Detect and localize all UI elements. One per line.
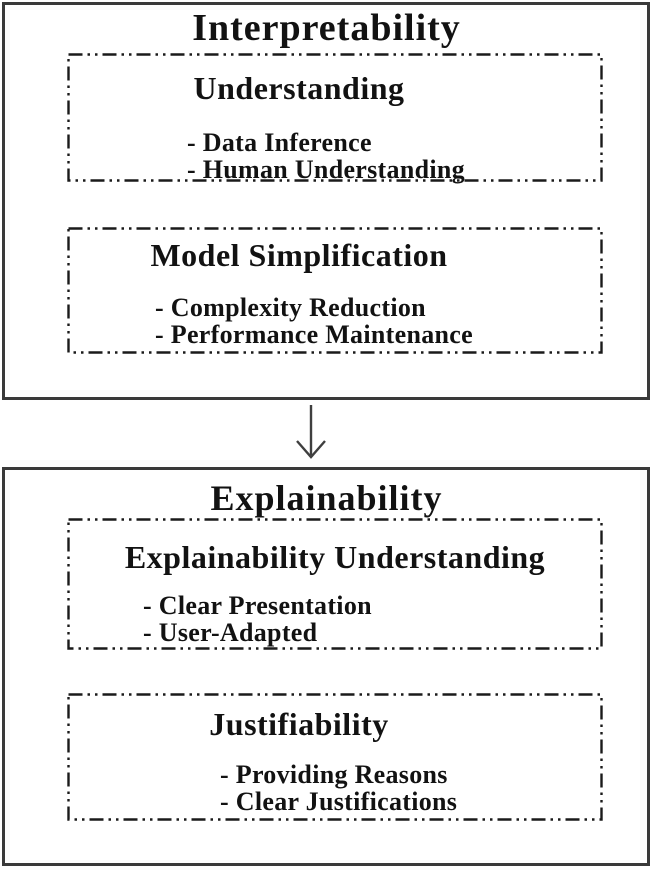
bullet-item: - Clear Justifications (220, 787, 458, 816)
explainability-understanding-box: Explainability Understanding - Clear Pre… (67, 518, 603, 650)
bullet-item: - Complexity Reduction (155, 293, 426, 322)
model-simplification-bullet-list: - Complexity Reduction - Performance Mai… (67, 294, 603, 348)
understanding-box: Understanding - Data Inference - Human U… (67, 53, 603, 183)
down-arrow-icon (281, 402, 341, 462)
bullet-item: - Clear Presentation (143, 591, 372, 620)
bullet-item: - Data Inference (187, 128, 372, 157)
model-simplification-box-title: Model Simplification (150, 237, 448, 273)
bullet-item: - Providing Reasons (220, 760, 448, 789)
understanding-bullet-list: - Data Inference - Human Understanding (67, 129, 603, 183)
justifiability-box-title: Justifiability (209, 706, 389, 742)
explainability-understanding-bullet-list: - Clear Presentation - User-Adapted (67, 592, 603, 646)
justifiability-bullet-list: - Providing Reasons - Clear Justificatio… (67, 761, 603, 815)
section-title-explainability: Explainability (210, 478, 443, 518)
bullet-item: - Performance Maintenance (155, 320, 473, 349)
understanding-box-title: Understanding (193, 70, 405, 106)
section-title-interpretability: Interpretability (192, 7, 461, 49)
bullet-item: - User-Adapted (143, 618, 318, 647)
justifiability-box: Justifiability - Providing Reasons - Cle… (67, 693, 603, 821)
model-simplification-box: Model Simplification - Complexity Reduct… (67, 227, 603, 354)
bullet-item: - Human Understanding (187, 155, 465, 184)
explainability-understanding-box-title: Explainability Understanding (124, 539, 546, 575)
